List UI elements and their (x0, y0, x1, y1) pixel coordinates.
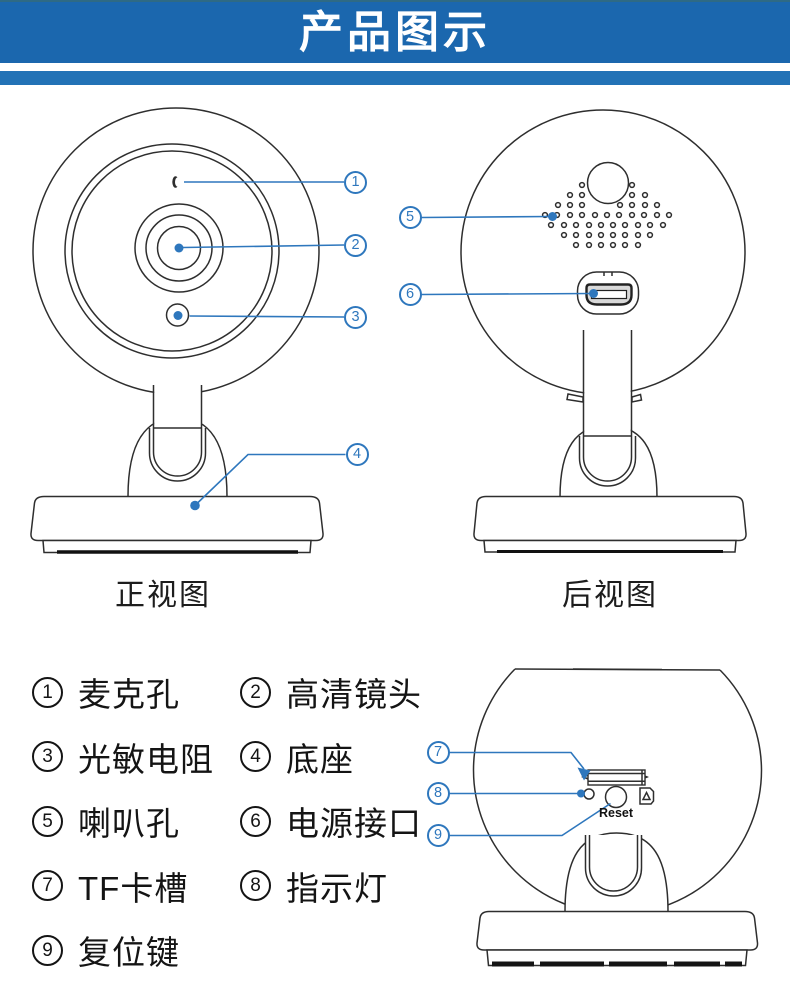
mic-hole-icon (172, 176, 181, 188)
legend-label: 指示灯 (286, 869, 388, 907)
rear-view-drawing (460, 109, 747, 553)
speaker-holes-icon (541, 181, 673, 249)
legend: 1 麦克孔 2 高清镜头 3 光敏电阻 4 底座 5 喇叭孔 6 电源接口 7 TF卡槽 8 指示灯 9 复位键 (32, 660, 422, 983)
lens-bump (586, 161, 630, 205)
legend-item-2: 2 高清镜头 (240, 660, 422, 725)
legend-item-9: 9 复位键 (32, 918, 240, 983)
legend-number: 2 (240, 676, 271, 708)
legend-number: 9 (32, 934, 63, 966)
legend-number: 4 (240, 741, 271, 773)
rear-neck (584, 330, 631, 436)
rear-base (473, 495, 747, 542)
legend-label: 电源接口 (286, 805, 422, 843)
legend-label: 麦克孔 (78, 676, 180, 714)
callout-badge-speaker-holes: 5 (398, 206, 422, 229)
reset-button-icon (604, 785, 628, 809)
legend-item-3: 3 光敏电阻 (32, 725, 240, 790)
legend-number: 7 (32, 870, 63, 902)
callout-badge-power-port: 6 (398, 283, 422, 306)
legend-item-4: 4 底座 (240, 725, 422, 790)
legend-number: 8 (240, 870, 271, 902)
accent-stripe (0, 71, 790, 85)
legend-number: 1 (32, 676, 63, 708)
power-port-icon (576, 271, 640, 315)
callout-badge-indicator-light: 8 (426, 781, 450, 805)
legend-label: 高清镜头 (286, 676, 422, 714)
legend-item-8: 8 指示灯 (240, 854, 422, 919)
front-base (30, 495, 324, 542)
legend-label: TF卡槽 (78, 869, 189, 907)
legend-item-7: 7 TF卡槽 (32, 854, 240, 919)
front-view-label: 正视图 (115, 579, 211, 612)
legend-item-5: 5 喇叭孔 (32, 789, 240, 854)
legend-label: 底座 (286, 740, 354, 778)
rear-view-label: 后视图 (562, 579, 658, 612)
reset-button-label: Reset (598, 806, 634, 820)
bottom-view-drawing (472, 668, 763, 967)
legend-number: 3 (32, 741, 63, 773)
callout-badge-photoresistor: 3 (344, 305, 367, 329)
legend-number: 5 (32, 805, 63, 837)
legend-item-1: 1 麦克孔 (32, 660, 240, 725)
indicator-light-icon (583, 788, 595, 800)
callout-badge-hd-lens: 2 (344, 233, 367, 257)
callout-badge-base: 4 (345, 443, 369, 466)
legend-item-6: 6 电源接口 (240, 789, 422, 854)
callout-badge-mic-hole: 1 (344, 170, 367, 194)
front-view-drawing (30, 107, 324, 554)
legend-label: 光敏电阻 (78, 740, 214, 778)
sd-card-icon (639, 787, 655, 805)
callout-badge-reset-button: 9 (426, 824, 450, 847)
front-neck (154, 384, 202, 428)
page-title: 产品图示 (299, 7, 491, 57)
bottom-base (476, 910, 759, 951)
tf-card-slot-icon (581, 769, 649, 786)
face-edge (572, 668, 663, 671)
callout-badge-tf-card-slot: 7 (426, 741, 450, 764)
callout-lines (173, 181, 611, 837)
title-banner: 产品图示 (0, 0, 790, 63)
legend-label: 复位键 (78, 934, 180, 972)
legend-label: 喇叭孔 (78, 805, 180, 843)
legend-number: 6 (240, 805, 271, 837)
